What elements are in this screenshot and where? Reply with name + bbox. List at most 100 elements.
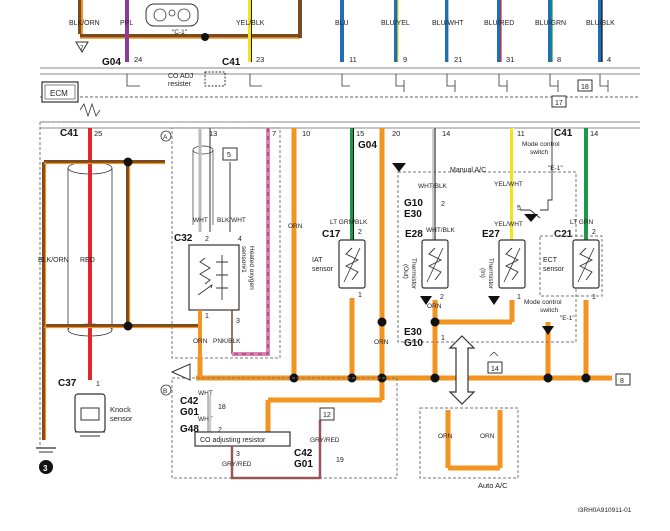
figure-id: I3RH0A910911-01 xyxy=(578,507,632,514)
mode-switch-bottom-e1: "E-1" xyxy=(560,315,575,322)
gry-red-label-2: GRY/RED xyxy=(310,437,340,444)
c21-pin-1: 1 xyxy=(592,294,596,301)
ho2s-pnk-blk-label: PNK/BLK xyxy=(213,338,241,345)
co-adj-pin-18: 18 xyxy=(218,404,226,411)
ho2s-dashed-box xyxy=(171,127,281,359)
pin-20: 20 xyxy=(392,129,400,138)
ecm-internal-symbols xyxy=(126,74,609,92)
connector-e27: E27 xyxy=(482,229,500,240)
c17-pin-2: 2 xyxy=(358,229,362,236)
thermistor-out-label: Thermistor(Out) xyxy=(402,258,417,290)
auto-ac-dashed-box xyxy=(419,407,519,479)
bus-orn-label-1: ORN xyxy=(288,223,303,230)
wire-label-blk-orn-left: BLK/ORN xyxy=(38,257,69,264)
connector-c17: C17 xyxy=(322,229,341,240)
marker-a-icon xyxy=(160,130,172,142)
ac-marker-top-icon xyxy=(392,163,406,172)
pin-15: 15 xyxy=(356,129,364,138)
ref-18-box xyxy=(577,79,593,92)
ref-8: 8 xyxy=(620,378,624,385)
b-marker-arrow-icon xyxy=(170,363,191,381)
ground-ref-3: 3 xyxy=(43,464,48,473)
connector-c21: C21 xyxy=(554,229,573,240)
ac-pin-5: 5 xyxy=(517,205,521,212)
co-adj-pin-2: 2 xyxy=(218,427,222,434)
connector-g01-bottom: G01 xyxy=(294,459,313,470)
cluster-note: "C-1" xyxy=(172,29,188,36)
meter-cluster-icon xyxy=(145,3,199,27)
ecm-label: ECM xyxy=(50,89,68,98)
co-adj-wht-2: WHT xyxy=(198,416,213,423)
iat-wire-label: LT GRN/BLK xyxy=(330,219,368,226)
c21-pin-2: 2 xyxy=(592,229,596,236)
ho2s-sensor-symbol xyxy=(188,244,240,311)
connector-g10-bottom: G10 xyxy=(404,338,423,349)
pin-25: 25 xyxy=(94,129,102,138)
pin-8-top: 8 xyxy=(557,55,561,64)
ect-dashed-box xyxy=(539,235,603,297)
mode-switch-top-e1: "E-1" xyxy=(548,165,563,172)
ref-17-box xyxy=(551,95,567,108)
wire-label-yel-blk: YEL/BLK xyxy=(236,20,265,27)
pin-11-bottom: 11 xyxy=(517,129,525,138)
co-adj-pin-3: 3 xyxy=(236,451,240,458)
ect-sensor-symbol xyxy=(572,239,600,289)
co-adj-wht-1: WHT xyxy=(198,390,213,397)
c17-pin-1: 1 xyxy=(358,292,362,299)
ho2s-ref-5: 5 xyxy=(227,152,231,159)
wire-label-blu-blk: BLU/BLK xyxy=(586,20,615,27)
auto-ac-orn-1: ORN xyxy=(438,433,453,440)
connector-c42-bottom: C42 xyxy=(294,448,313,459)
e28-pin-2: 2 xyxy=(440,294,444,301)
c32-pin-4: 4 xyxy=(238,236,242,243)
ref-12: 12 xyxy=(323,412,331,419)
wire-label-yel-wht: YEL/WHT xyxy=(494,181,523,188)
c37-pin-1: 1 xyxy=(96,381,100,388)
pin-31: 31 xyxy=(506,55,514,64)
wire-label-wht: WHT xyxy=(193,217,208,224)
ecm-top-connector xyxy=(40,41,640,129)
wire-label-wht-blk: WHT/BLK xyxy=(418,183,448,190)
connector-g10-top: G10 xyxy=(404,198,423,209)
c32-pin-2: 2 xyxy=(205,236,209,243)
orange-bus xyxy=(196,128,612,471)
ac-pin-2: 2 xyxy=(441,201,445,208)
pin-13: 13 xyxy=(209,129,217,138)
ref-14-box xyxy=(487,361,503,374)
ho2s-orn-label: ORN xyxy=(193,338,208,345)
bus-junctions xyxy=(289,317,591,383)
bus-orn-label-2: ORN xyxy=(374,339,389,346)
ground-dashed-line xyxy=(39,121,80,448)
connector-c37: C37 xyxy=(58,378,77,389)
connector-c32: C32 xyxy=(174,233,193,244)
thermistor-in-symbol xyxy=(498,239,526,289)
ref-5-box xyxy=(222,147,238,161)
marker-b-icon xyxy=(160,384,172,396)
pin-11-top: 11 xyxy=(349,55,357,64)
pin-24: 24 xyxy=(134,55,142,64)
e28-orn: ORN xyxy=(427,303,442,310)
double-arrow-icon xyxy=(448,335,476,405)
pin-9: 9 xyxy=(403,55,407,64)
ref-12-box xyxy=(319,407,335,421)
ref-18: 18 xyxy=(581,84,589,91)
ecm-box xyxy=(41,81,79,103)
ref-17: 17 xyxy=(555,100,563,107)
thermistor-in-label: Thermistor(In) xyxy=(479,258,494,290)
ref-7-top: 7 xyxy=(80,45,84,52)
wire-label-blu-yel: BLU/YEL xyxy=(381,20,410,27)
wire-label-yel-wht-2: YEL/WHT xyxy=(494,221,523,228)
blk-orn-wires xyxy=(42,160,200,440)
thermistor-out-symbol xyxy=(421,239,449,289)
pin-10: 10 xyxy=(302,129,310,138)
e27-pin-1: 1 xyxy=(517,294,521,301)
blk-orn-stripes xyxy=(44,162,200,440)
manual-ac-label: Manual A/C xyxy=(450,167,486,174)
co-adj-symbol xyxy=(204,71,226,87)
